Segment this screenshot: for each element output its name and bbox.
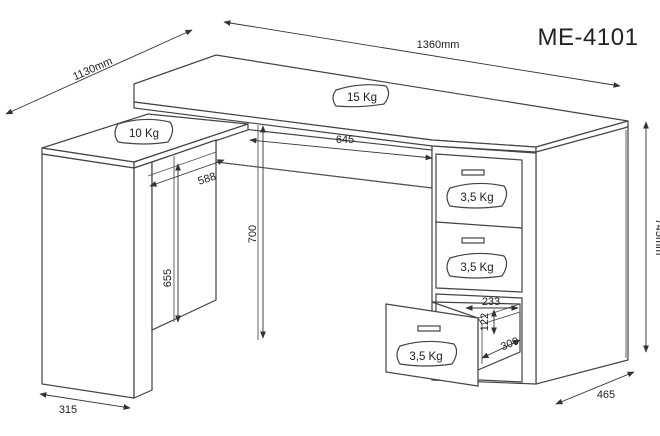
load-badge-return: 10 Kg	[114, 118, 174, 145]
load-drawer-1-text: 3,5 Kg	[460, 192, 493, 204]
dim-depth-label: 1130mm	[71, 55, 114, 83]
dim-drawer-depth-line	[481, 339, 521, 359]
load-badge-top: 15 Kg	[332, 84, 390, 108]
dim-return-depth-label: 588	[196, 171, 217, 188]
dim-depth-line	[5, 29, 193, 115]
dim-return-width-line	[39, 392, 131, 410]
dim-drawer-height-label: 122	[479, 313, 491, 331]
dim-width-line	[223, 20, 621, 88]
return-inner-panel	[151, 139, 217, 331]
dim-knee-width-line	[249, 137, 433, 161]
drawer-3-handle	[417, 325, 441, 332]
dim-width-label: 1360mm	[417, 39, 460, 51]
dim-drawer-width-label: 233	[482, 296, 500, 308]
dim-knee-height-label: 700	[247, 225, 259, 243]
dim-knee-width-label: 645	[336, 134, 354, 146]
dim-return-width-label: 315	[59, 404, 77, 416]
drawer-1-handle	[461, 169, 485, 176]
model-name: ME-4101	[538, 24, 639, 51]
right-side-panel	[535, 126, 629, 385]
drawer-2-handle	[461, 237, 485, 244]
load-return-text: 10 Kg	[129, 128, 159, 140]
load-badge-drawer-2: 3,5 Kg	[446, 252, 508, 279]
load-drawer-2-text: 3,5 Kg	[460, 262, 493, 274]
load-badge-drawer-1: 3,5 Kg	[446, 182, 508, 209]
dim-return-depth-line	[149, 159, 225, 187]
load-drawer-3-text: 3,5 Kg	[409, 351, 442, 363]
load-badge-drawer-3: 3,5 Kg	[396, 340, 458, 367]
return-leg-panel	[41, 153, 135, 399]
dim-side-depth-label: 465	[597, 389, 615, 401]
dim-side-depth-line	[555, 371, 635, 405]
dim-return-height-label: 655	[162, 269, 174, 287]
return-leg-side	[133, 161, 153, 399]
dim-height-label: 745mm	[653, 219, 660, 256]
load-top-text: 15 Kg	[347, 92, 377, 104]
